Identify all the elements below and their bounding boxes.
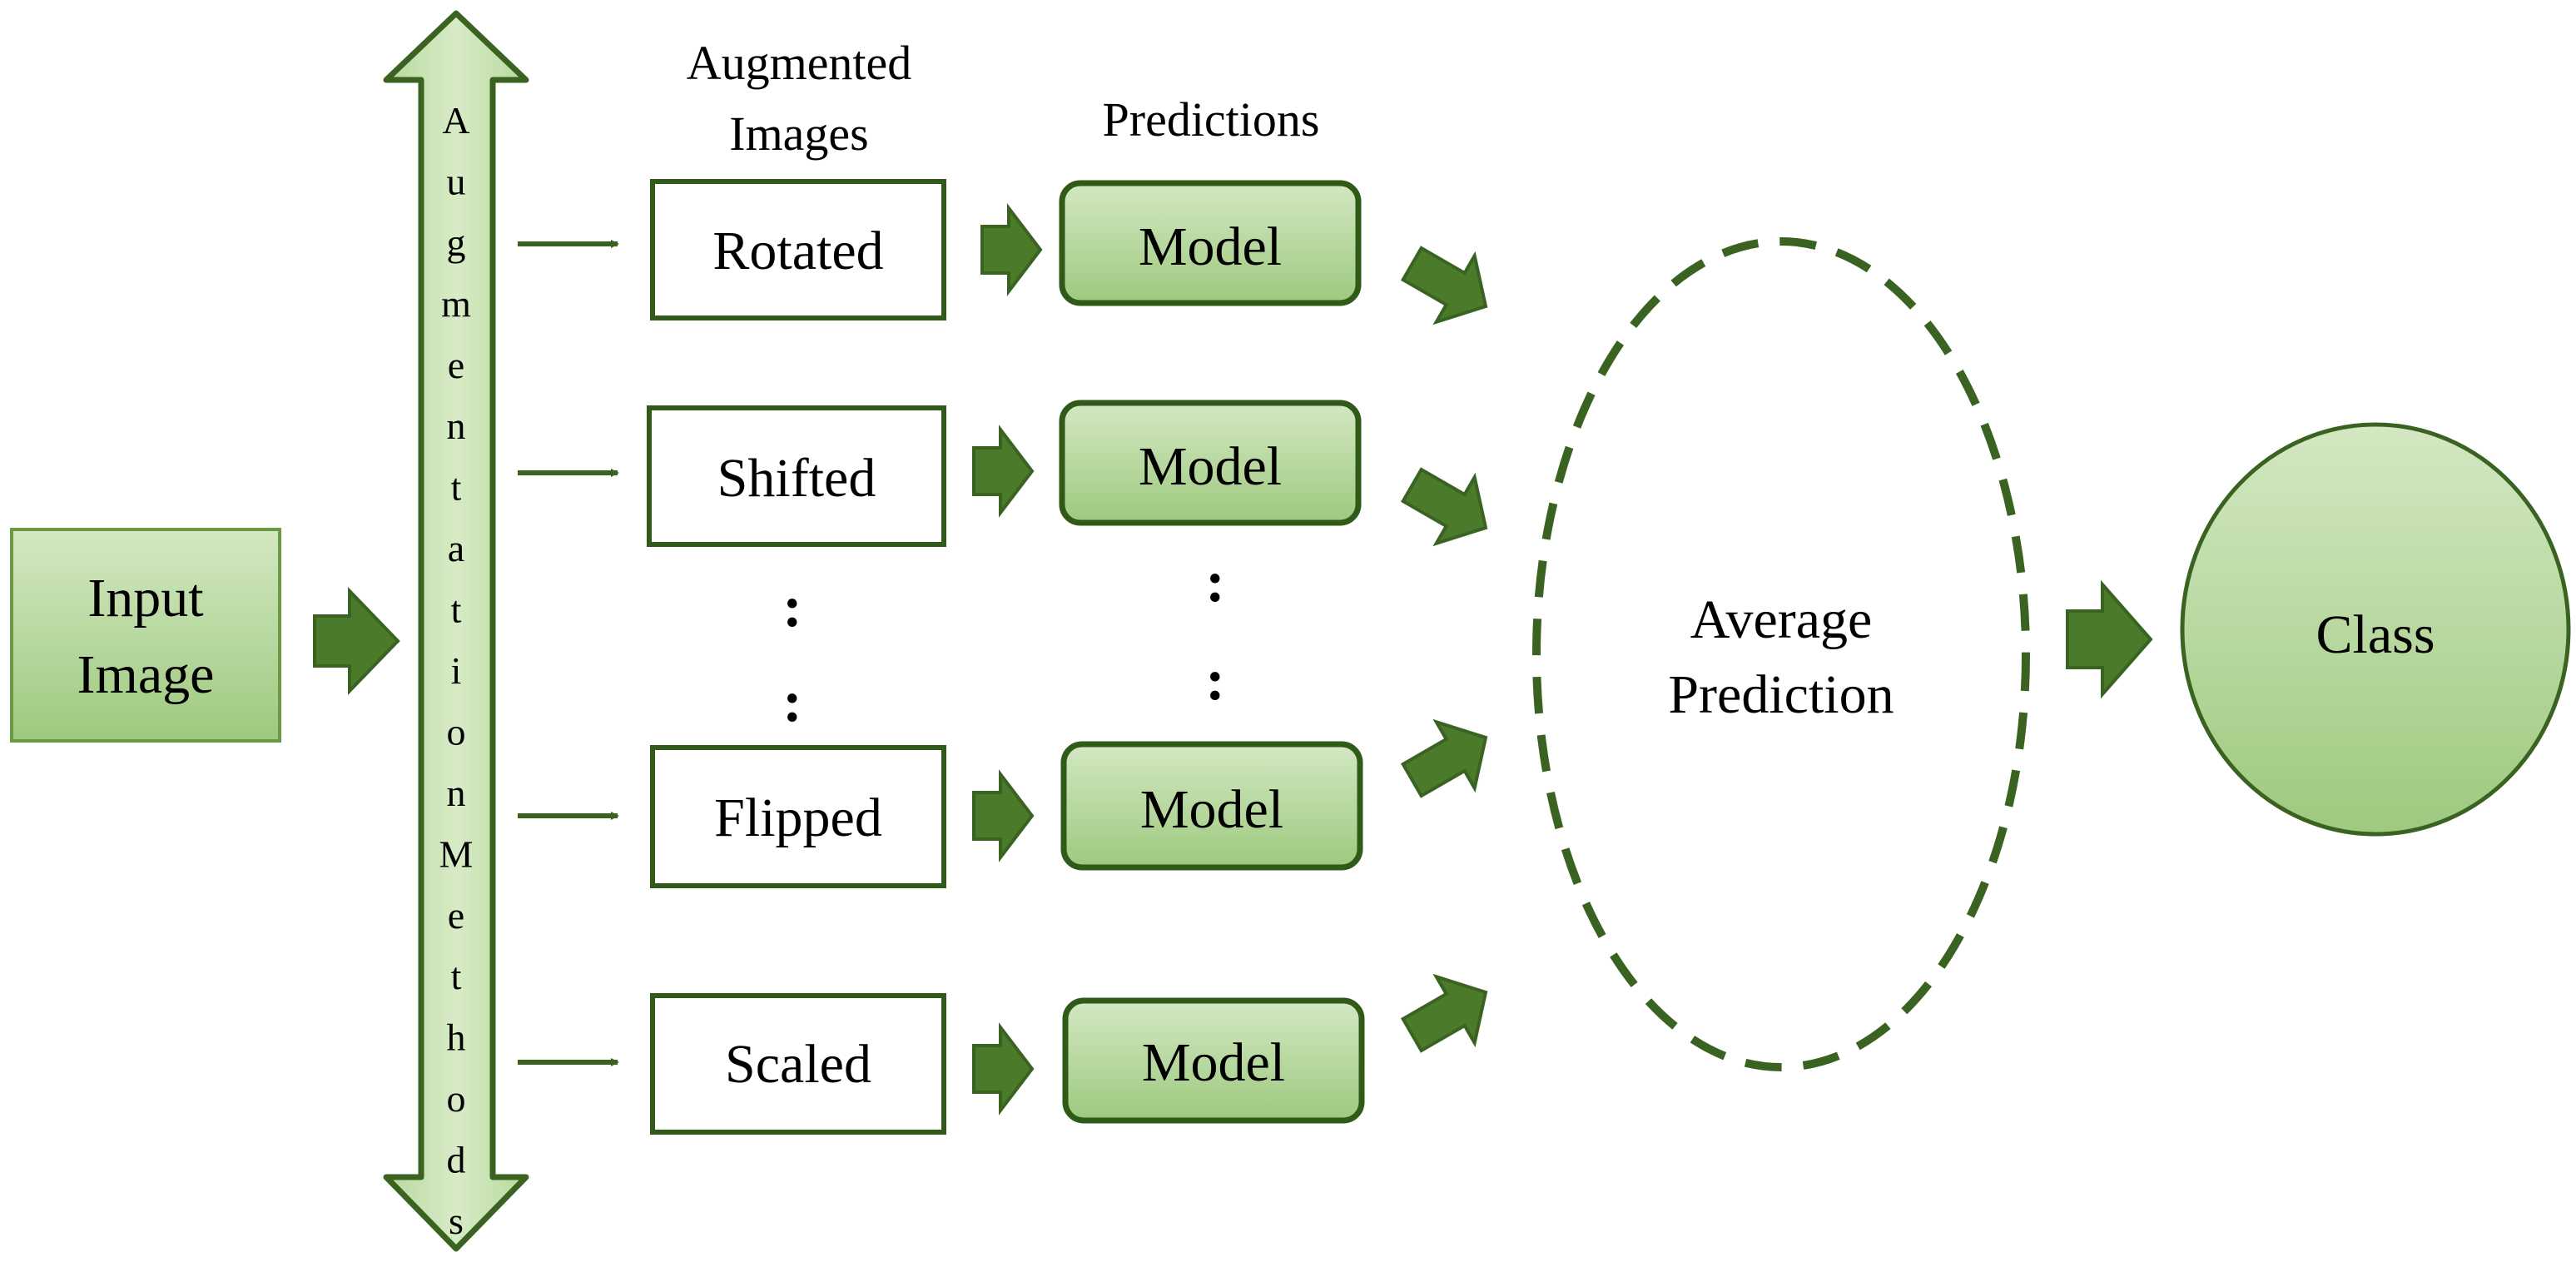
augmentation-letter: M xyxy=(439,832,474,875)
augmentation-letter: g xyxy=(447,221,466,264)
model-to-average-arrows xyxy=(1400,246,1488,1053)
augmented-image-box-rotated xyxy=(650,179,946,320)
class-circle xyxy=(2180,422,2571,837)
augmentation-letter: m xyxy=(441,282,471,325)
augmentation-letter: a xyxy=(448,527,464,569)
augmentation-letter: e xyxy=(448,344,464,386)
average-to-class-arrow xyxy=(2066,579,2153,699)
input-image-box xyxy=(10,528,281,743)
augmentation-letter: i xyxy=(451,649,462,692)
diag-arrow-3 xyxy=(1400,718,1488,798)
augmented-images-header-line2: Images xyxy=(729,107,869,161)
augmented-image-box-scaled xyxy=(650,993,946,1135)
row-rotated: Rotated Model xyxy=(518,179,1362,320)
input-image-label-line2: Image xyxy=(77,644,215,705)
average-prediction-ellipse xyxy=(1532,237,2030,1071)
model-label-flipped: Model xyxy=(1140,779,1283,840)
diag-arrow-1 xyxy=(1400,246,1488,325)
augmented-ellipsis-2: : xyxy=(782,670,802,734)
row-flipped: Flipped Model xyxy=(518,741,1363,888)
augmented-image-label-scaled: Scaled xyxy=(725,1034,871,1095)
augmented-image-label-rotated: Rotated xyxy=(712,221,883,281)
augmentation-letter: u xyxy=(447,160,466,202)
average-prediction-label-line2: Prediction xyxy=(1668,664,1894,725)
class-node: Class xyxy=(2180,422,2571,837)
block-arrow-flipped-to-model xyxy=(972,769,1035,862)
row-shifted: Shifted Model xyxy=(518,400,1362,547)
diag-arrow-4 xyxy=(1400,973,1488,1053)
augmentation-letter: s xyxy=(449,1200,464,1242)
model-label-scaled: Model xyxy=(1142,1032,1285,1093)
input-to-augmentation-arrow xyxy=(313,587,400,695)
block-arrow-rotated-to-model xyxy=(980,203,1043,296)
augmentation-letter: o xyxy=(447,710,466,753)
augmentation-letter: e xyxy=(448,894,464,937)
diag-arrow-2 xyxy=(1400,467,1488,547)
model-box-scaled xyxy=(1062,997,1365,1124)
augmented-image-label-shifted: Shifted xyxy=(717,448,876,509)
model-ellipsis-2: : xyxy=(1205,648,1224,713)
augmentation-letter: d xyxy=(447,1139,466,1181)
model-label-rotated: Model xyxy=(1139,216,1282,277)
augmentation-letter: o xyxy=(447,1077,466,1120)
augmentation-letter: t xyxy=(451,589,462,631)
augmentation-letter: t xyxy=(451,466,462,509)
average-prediction-node: Average Prediction xyxy=(1532,237,2030,1071)
model-box-rotated xyxy=(1059,180,1362,306)
augmented-image-box-flipped xyxy=(650,745,946,888)
augmentation-letter: t xyxy=(451,955,462,997)
class-label: Class xyxy=(2315,604,2435,665)
model-ellipsis-1: : xyxy=(1205,550,1224,614)
predictions-header: Predictions xyxy=(1103,92,1320,147)
augmentation-letter: A xyxy=(442,99,469,142)
augmented-images-header-line1: Augmented xyxy=(687,36,912,90)
augmentation-letter: n xyxy=(447,405,466,447)
augmentation-letter: n xyxy=(447,772,466,814)
block-arrow-scaled-to-model xyxy=(972,1022,1035,1115)
average-prediction-label-line1: Average xyxy=(1690,589,1873,650)
model-box-flipped xyxy=(1060,741,1363,871)
model-box-shifted xyxy=(1059,400,1362,526)
augmented-image-label-flipped: Flipped xyxy=(714,788,882,848)
row-scaled: Scaled Model xyxy=(518,993,1365,1135)
model-label-shifted: Model xyxy=(1139,436,1282,497)
augmentation-double-arrow xyxy=(383,10,529,1252)
block-arrow-shifted-to-model xyxy=(972,425,1035,518)
augmented-image-box-shifted xyxy=(647,405,946,547)
input-image-label-line1: Input xyxy=(87,568,203,629)
augmentation-letter: h xyxy=(447,1016,466,1059)
input-image-node: Input Image xyxy=(10,528,281,743)
augmented-ellipsis-1: : xyxy=(782,575,802,639)
